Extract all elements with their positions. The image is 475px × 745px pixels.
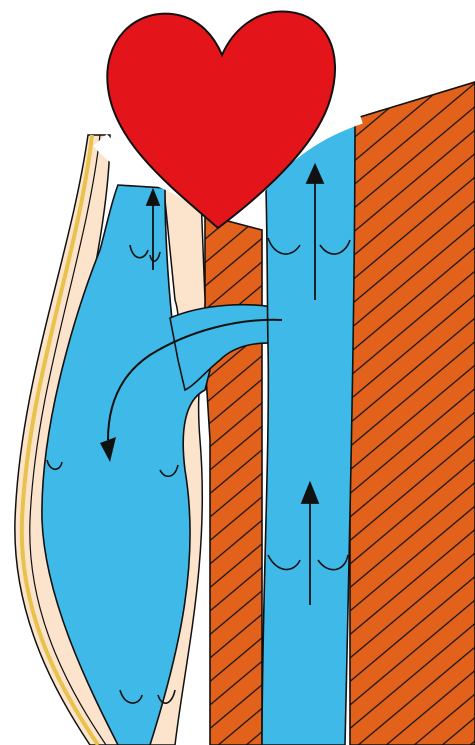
deep-vein	[262, 120, 355, 745]
muscle-tissue-inner	[205, 215, 262, 745]
muscle-tissue	[350, 82, 475, 745]
